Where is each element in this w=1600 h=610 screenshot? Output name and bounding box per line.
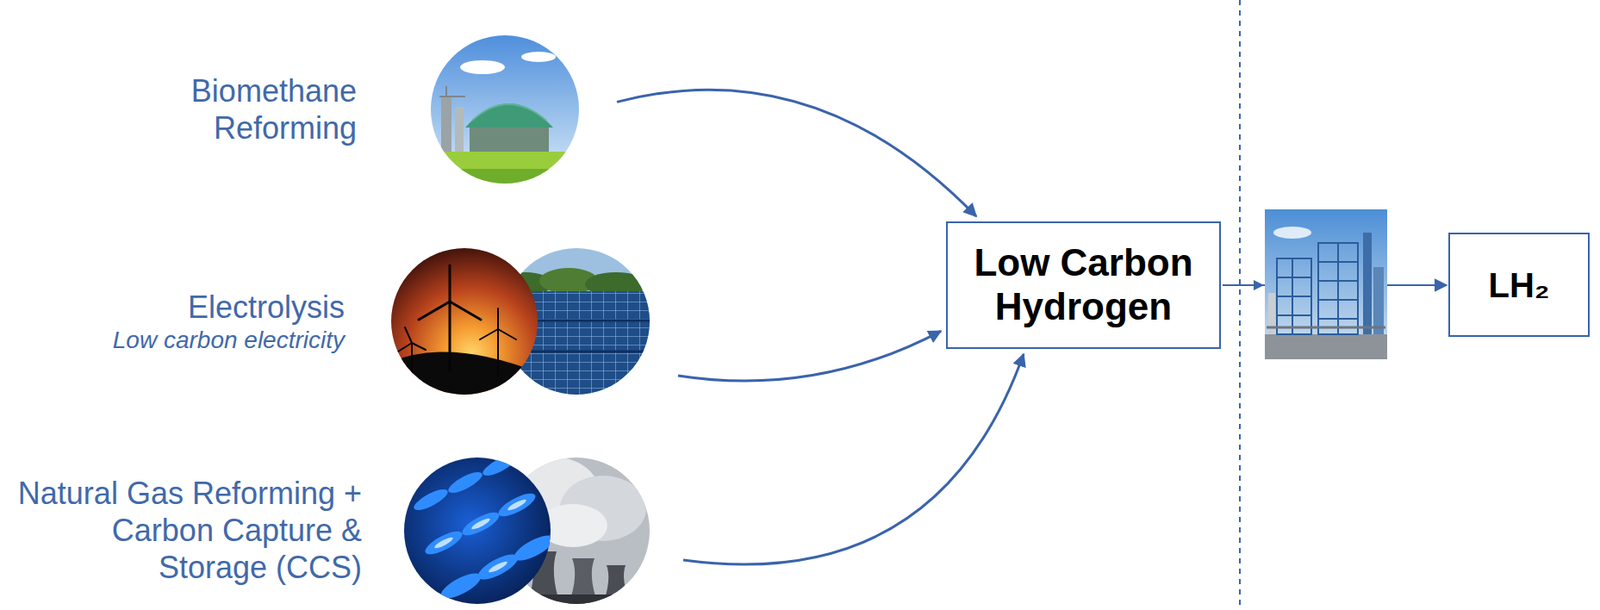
wind-turbine-photo-part-part (448, 265, 452, 302)
gas-flame-photo-part-part (470, 516, 492, 532)
wind-turbine-photo-part-part (410, 342, 413, 373)
biogas-plant-photo (430, 35, 579, 187)
biogas-plant-photo-part (460, 60, 505, 75)
gas-flame-photo-part-part (506, 498, 528, 513)
wind-turbine-photo-part-part (497, 329, 499, 376)
gas-flame-photo-part-part (474, 549, 522, 585)
node-label: Low Carbon Hydrogen (961, 241, 1206, 329)
liquefaction-plant-photo-part (1363, 232, 1372, 335)
source-label: Biomethane Reforming (171, 72, 357, 147)
biogas-plant-photo-part (454, 106, 464, 154)
source-label: Natural Gas Reforming + Carbon Capture &… (1, 474, 362, 587)
product-box: LH₂ (1448, 232, 1590, 337)
liquefaction-plant-photo (1264, 209, 1388, 360)
liquefaction-plant-photo-part-part (1292, 242, 1339, 335)
liquefaction-plant-photo-part (1273, 226, 1312, 239)
liquefaction-plant-photo-part (1264, 209, 1388, 360)
liquefaction-plant-photo-part (1373, 267, 1384, 335)
liquefaction-plant-photo-part-part (1276, 258, 1312, 335)
wind-turbine-photo-part-part (449, 301, 481, 320)
liquefaction-plant-photo-part (1266, 326, 1386, 330)
wind-turbine-photo-part (391, 351, 538, 397)
gas-flame-photo-part-part (410, 485, 450, 514)
biogas-plant-photo-part (439, 86, 466, 97)
wind-turbine-photo-part-part (404, 327, 412, 343)
wind-turbine-photo-part-part (418, 301, 450, 320)
wind-turbine-photo-part (398, 265, 517, 376)
node-label: Electrolysis (68, 288, 345, 326)
flow-arrow (678, 330, 941, 381)
gas-flame-photo-part-part (437, 568, 485, 604)
flow-arrow (616, 89, 977, 217)
node-label: LH₂ (1487, 265, 1550, 306)
gas-flame-photo-part-part (433, 535, 455, 551)
wind-turbine-photo (391, 248, 538, 397)
divider-line (1238, 0, 1241, 610)
process-box: Low Carbon Hydrogen (946, 221, 1221, 349)
source-label: ElectrolysisLow carbon electricity (68, 288, 345, 355)
liquefaction-plant-photo-part (1276, 242, 1358, 335)
node-label: Natural Gas Reforming + Carbon Capture &… (1, 474, 362, 587)
gas-flame-photo-part-part (479, 450, 519, 480)
biogas-plant-photo-part (521, 51, 556, 63)
cooling-tower-photo-part (503, 594, 650, 605)
flow-arrow (683, 354, 1024, 565)
biogas-plant-photo-part (465, 103, 554, 128)
wind-turbine-photo-part-part (497, 308, 499, 330)
wind-turbine-photo-part-part (448, 301, 452, 371)
arrow-head (1253, 280, 1264, 291)
gas-flame-photo-part-part (422, 527, 466, 560)
natural-gas-source: Natural Gas Reforming + Carbon Capture &… (404, 457, 650, 604)
electrolysis-source: ElectrolysisLow carbon electricity (391, 248, 650, 395)
biogas-plant-photo-part (469, 125, 549, 154)
gas-flame-photo-part-part (459, 508, 503, 541)
gas-flame-photo-part (433, 498, 528, 575)
biogas-plant-photo-part (472, 104, 547, 121)
biogas-plant-photo-part (441, 96, 452, 154)
gas-flame-photo-part-part (495, 489, 539, 522)
gas-flame-photo-part-part (487, 560, 509, 575)
node-label: Biomethane Reforming (171, 72, 357, 147)
gas-flame-photo-part (404, 457, 551, 604)
wind-turbine-photo-part-part (479, 329, 499, 340)
gas-flame-photo-part (410, 450, 558, 604)
cooling-tower-photo-part (603, 565, 631, 604)
gas-flame-photo-part-part (510, 530, 558, 566)
biogas-plant-photo-part (430, 168, 579, 187)
gas-flame-photo (404, 450, 558, 604)
wind-turbine-photo-part-part (498, 329, 517, 340)
liquefaction-plant-photo-part-part (1276, 277, 1312, 316)
wind-turbine-photo-part-part (398, 342, 412, 352)
biomethane-source: Biomethane Reforming (430, 35, 579, 184)
wind-turbine-photo-part-part (411, 342, 426, 350)
biogas-plant-photo-part (430, 151, 579, 187)
node-sublabel: Low carbon electricity (68, 325, 345, 355)
gas-flame-photo-part-part (445, 467, 485, 497)
liquefaction-plant-photo-part (1264, 334, 1388, 360)
